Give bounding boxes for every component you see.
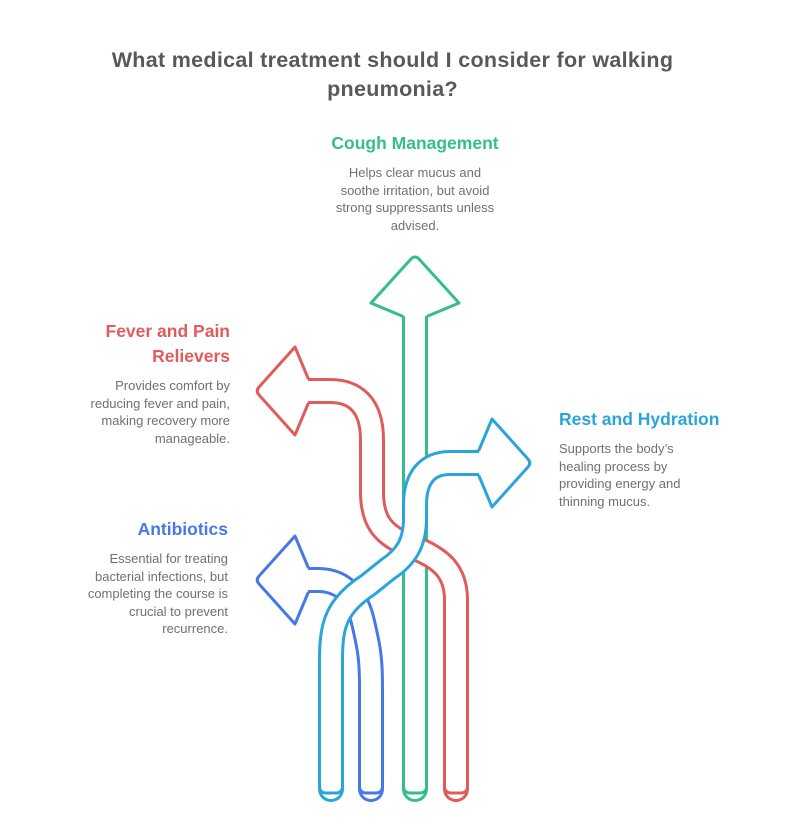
- antibiotics-arrow-tail-end: [358, 766, 384, 795]
- node-cough-management: Cough Management Helps clear mucus and s…: [245, 131, 585, 234]
- node-description-antibiotics: Essential for treating bacterial infecti…: [87, 551, 228, 636]
- page-title: What medical treatment should I consider…: [111, 48, 674, 101]
- node-description-rest-hydration: Supports the body’s healing process by p…: [559, 441, 681, 509]
- rest-hydration-arrow: [318, 417, 532, 802]
- node-title-cough-management: Cough Management: [331, 133, 499, 153]
- rest-arrow-tail-end: [318, 766, 344, 795]
- antibiotics-arrow-tube-fill: [294, 570, 381, 799]
- fever-arrowhead-icon: [255, 345, 310, 437]
- cough-arrowhead-icon: [369, 255, 461, 318]
- antibiotics-arrowhead-icon: [255, 534, 310, 626]
- node-description-fever-pain-relievers: Provides comfort by reducing fever and p…: [90, 378, 230, 446]
- rest-arrow-tube-fill: [321, 453, 493, 799]
- node-title-fever-pain-relievers: Fever and Pain Relievers: [105, 321, 231, 366]
- node-rest-hydration: Rest and Hydration Supports the body’s h…: [559, 407, 769, 510]
- cough-arrow-tail-end: [402, 766, 428, 795]
- node-fever-pain-relievers: Fever and Pain Relievers Provides comfor…: [18, 319, 230, 447]
- rest-arrowhead-icon: [477, 417, 532, 509]
- node-description-cough-management: Helps clear mucus and soothe irritation,…: [335, 165, 495, 233]
- fever-relievers-arrow: [255, 345, 469, 802]
- fever-arrow-tail-end: [443, 766, 469, 795]
- fever-arrow-tube-fill: [294, 381, 466, 799]
- antibiotics-arrow: [255, 534, 384, 802]
- node-title-rest-hydration: Rest and Hydration: [559, 409, 720, 429]
- node-antibiotics: Antibiotics Essential for treating bacte…: [20, 517, 228, 638]
- node-title-antibiotics: Antibiotics: [137, 519, 228, 539]
